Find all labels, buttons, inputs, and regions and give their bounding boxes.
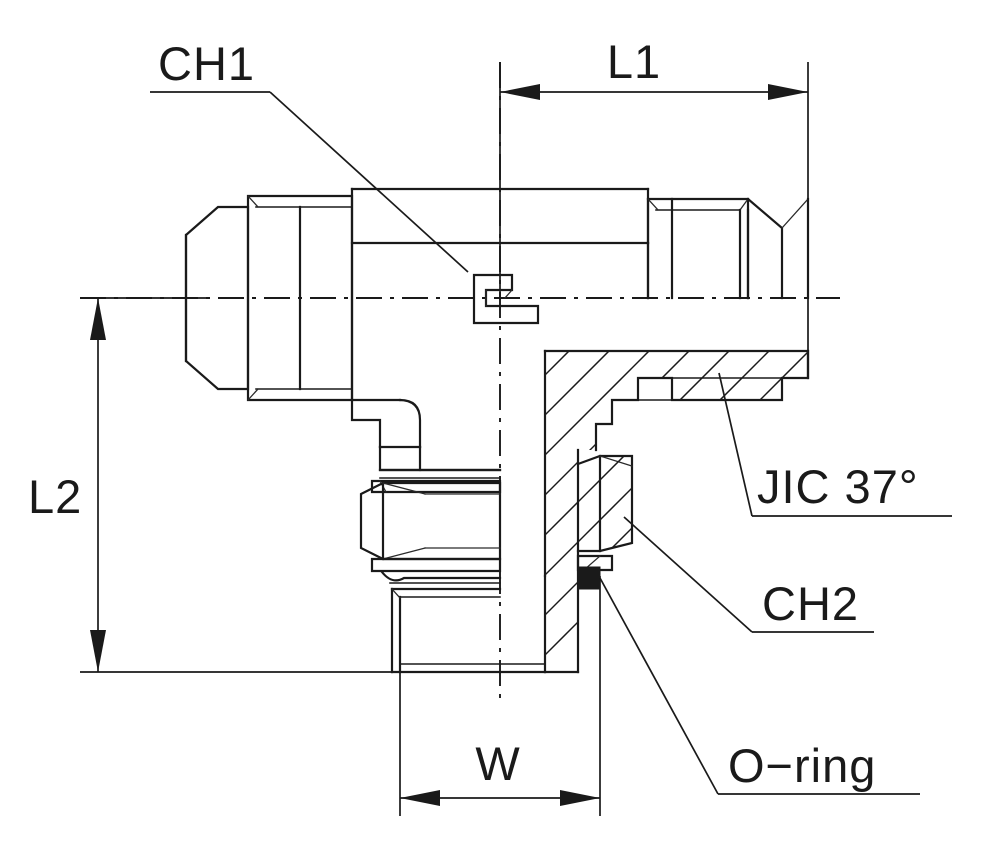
callout-oring: O−ring: [599, 577, 920, 795]
internal-bore-detail: [472, 273, 540, 325]
ch2-seat: [576, 454, 634, 572]
callout-ch2: CH2: [623, 516, 874, 633]
callout-ch1: CH1: [150, 37, 469, 273]
callout-label-ch2: CH2: [762, 577, 859, 630]
l2-arrow-bottom: [90, 630, 106, 672]
jic37-leader-line: [718, 372, 753, 517]
callout-label-oring: O−ring: [728, 739, 876, 792]
oring-leader-line: [599, 577, 719, 795]
dimension-label-l2: L2: [28, 470, 82, 523]
callout-label-ch1: CH1: [158, 37, 255, 90]
dimension-l1: L1: [499, 35, 809, 360]
hex-nut: [359, 481, 502, 561]
l1-arrow-right: [768, 84, 808, 100]
jic-male-end-right: [646, 197, 810, 300]
w-arrow-right: [560, 790, 600, 806]
o-ring-seal: [577, 566, 601, 590]
ch1-leader-line: [269, 91, 469, 273]
ch2-leader-line: [623, 516, 753, 633]
centerlines: [80, 62, 840, 700]
dimension-w: W: [399, 576, 601, 816]
l1-arrow-left: [500, 84, 540, 100]
w-arrow-left: [400, 790, 440, 806]
dimension-l2: L2: [28, 297, 400, 673]
dimension-label-l1: L1: [607, 35, 661, 88]
dimension-label-w: W: [475, 737, 520, 790]
l2-arrow-top: [90, 298, 106, 340]
callout-label-jic37: JIC 37°: [757, 460, 919, 513]
callout-jic37: JIC 37°: [718, 372, 952, 517]
branch-leg: [359, 445, 547, 674]
